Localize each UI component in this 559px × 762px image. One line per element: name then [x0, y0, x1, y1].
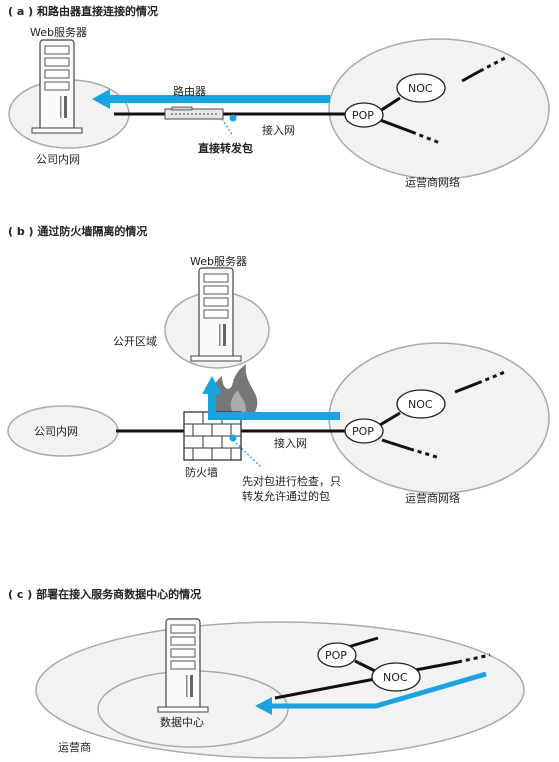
pop-node — [344, 102, 384, 128]
pop-downlink — [379, 118, 413, 134]
packet-flow-arrow-c — [270, 671, 487, 709]
data-center-label: 数据中心 — [160, 715, 204, 729]
noc-node-b — [396, 389, 446, 419]
web-server-label-b: Web服务器 — [190, 255, 247, 268]
firewall-label: 防火墙 — [185, 465, 218, 479]
noc-label: NOC — [408, 82, 433, 95]
pop-node-c — [317, 642, 357, 668]
dc-noc-link — [274, 677, 376, 700]
firewall-note-line1: 先对包进行检查，只 — [242, 474, 341, 488]
web-server-icon-b — [190, 267, 242, 362]
public-zone-label: 公开区域 — [113, 335, 157, 348]
pop-label: POP — [352, 109, 374, 122]
noc-label-c: NOC — [383, 671, 408, 684]
noc-label-b: NOC — [408, 398, 433, 411]
operator-network-label-b: 运营商网络 — [405, 491, 460, 505]
operator-network-ellipse-b — [328, 342, 550, 494]
pop-node-b — [344, 418, 384, 444]
operator-label: 运营商 — [58, 740, 91, 754]
router-icon — [164, 106, 224, 120]
pop-label-c: POP — [325, 649, 347, 662]
pop-label-b: POP — [352, 425, 374, 438]
fire-icon — [209, 364, 258, 420]
noc-node — [396, 73, 446, 103]
operator-network-label: 运营商网络 — [405, 175, 460, 189]
company-network-label: 公司内网 — [36, 152, 80, 166]
web-server-icon-c — [157, 618, 209, 713]
direct-forward-label: 直接转发包 — [198, 141, 253, 155]
operator-network-ellipse — [328, 38, 550, 180]
packet-dot — [229, 114, 237, 122]
packet-dot-b — [229, 434, 237, 442]
section-a-title: ( a ) 和路由器直接连接的情况 — [8, 4, 158, 18]
access-network-label-b: 接入网 — [274, 437, 307, 450]
firewall-note-line2: 转发允许通过的包 — [242, 489, 330, 503]
company-network-label-b: 公司内网 — [34, 424, 78, 438]
router-label: 路由器 — [173, 84, 206, 98]
section-c-title: ( c ) 部署在接入服务商数据中心的情况 — [8, 587, 201, 601]
noc-uplink — [461, 69, 481, 83]
web-server-icon — [31, 39, 83, 134]
noc-node-c — [371, 662, 421, 692]
access-network-label: 接入网 — [262, 124, 295, 137]
web-server-label: Web服务器 — [30, 26, 87, 39]
packet-flow-arrow-b — [208, 392, 340, 420]
section-b-title: ( b ) 通过防火墙隔离的情况 — [8, 224, 147, 238]
pop-noc-link — [379, 96, 401, 113]
